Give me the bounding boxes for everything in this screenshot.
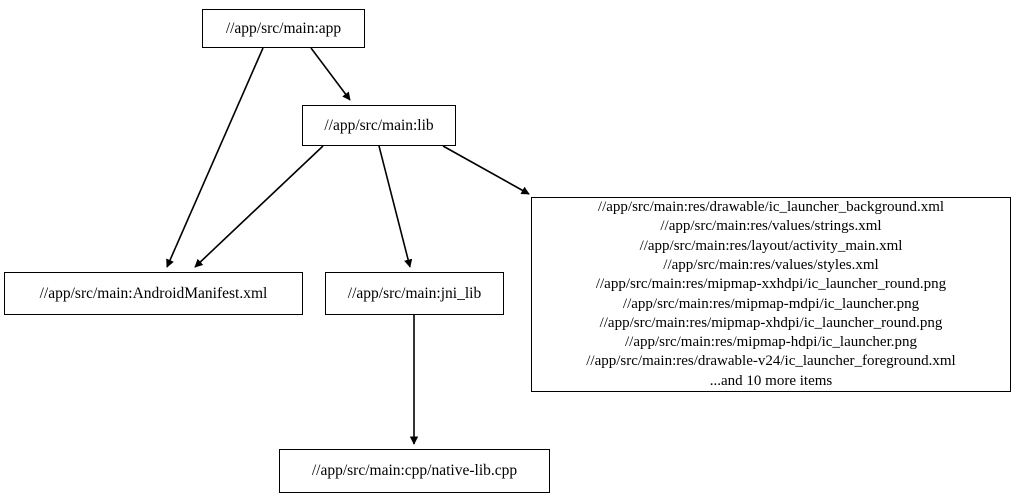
graph-node-android-manifest-label: //app/src/main:AndroidManifest.xml — [39, 284, 268, 302]
graph-node-lib-label: //app/src/main:lib — [324, 116, 434, 134]
graph-node-native-lib-cpp-label: //app/src/main:cpp/native-lib.cpp — [311, 462, 518, 480]
graph-node-native-lib-cpp[interactable]: //app/src/main:cpp/native-lib.cpp — [279, 449, 550, 493]
edge-app-to-manifest — [166, 47, 264, 268]
graph-node-app[interactable]: //app/src/main:app — [202, 9, 365, 48]
graph-node-jni-lib-label: //app/src/main:jni_lib — [347, 284, 482, 302]
graph-node-jni-lib[interactable]: //app/src/main:jni_lib — [325, 272, 504, 315]
edge-lib-to-res — [442, 145, 530, 195]
edge-lib-to-manifest — [194, 145, 324, 268]
graph-node-android-manifest[interactable]: //app/src/main:AndroidManifest.xml — [4, 272, 303, 315]
graph-node-app-label: //app/src/main:app — [225, 19, 342, 37]
edge-app-to-lib — [310, 47, 351, 101]
graph-node-res-group-label: //app/src/main:res/drawable/ic_launcher_… — [586, 199, 956, 389]
edge-lib-to-jni-lib — [378, 145, 413, 268]
graph-node-res-group[interactable]: //app/src/main:res/drawable/ic_launcher_… — [531, 197, 1011, 392]
graph-node-lib[interactable]: //app/src/main:lib — [302, 105, 456, 146]
